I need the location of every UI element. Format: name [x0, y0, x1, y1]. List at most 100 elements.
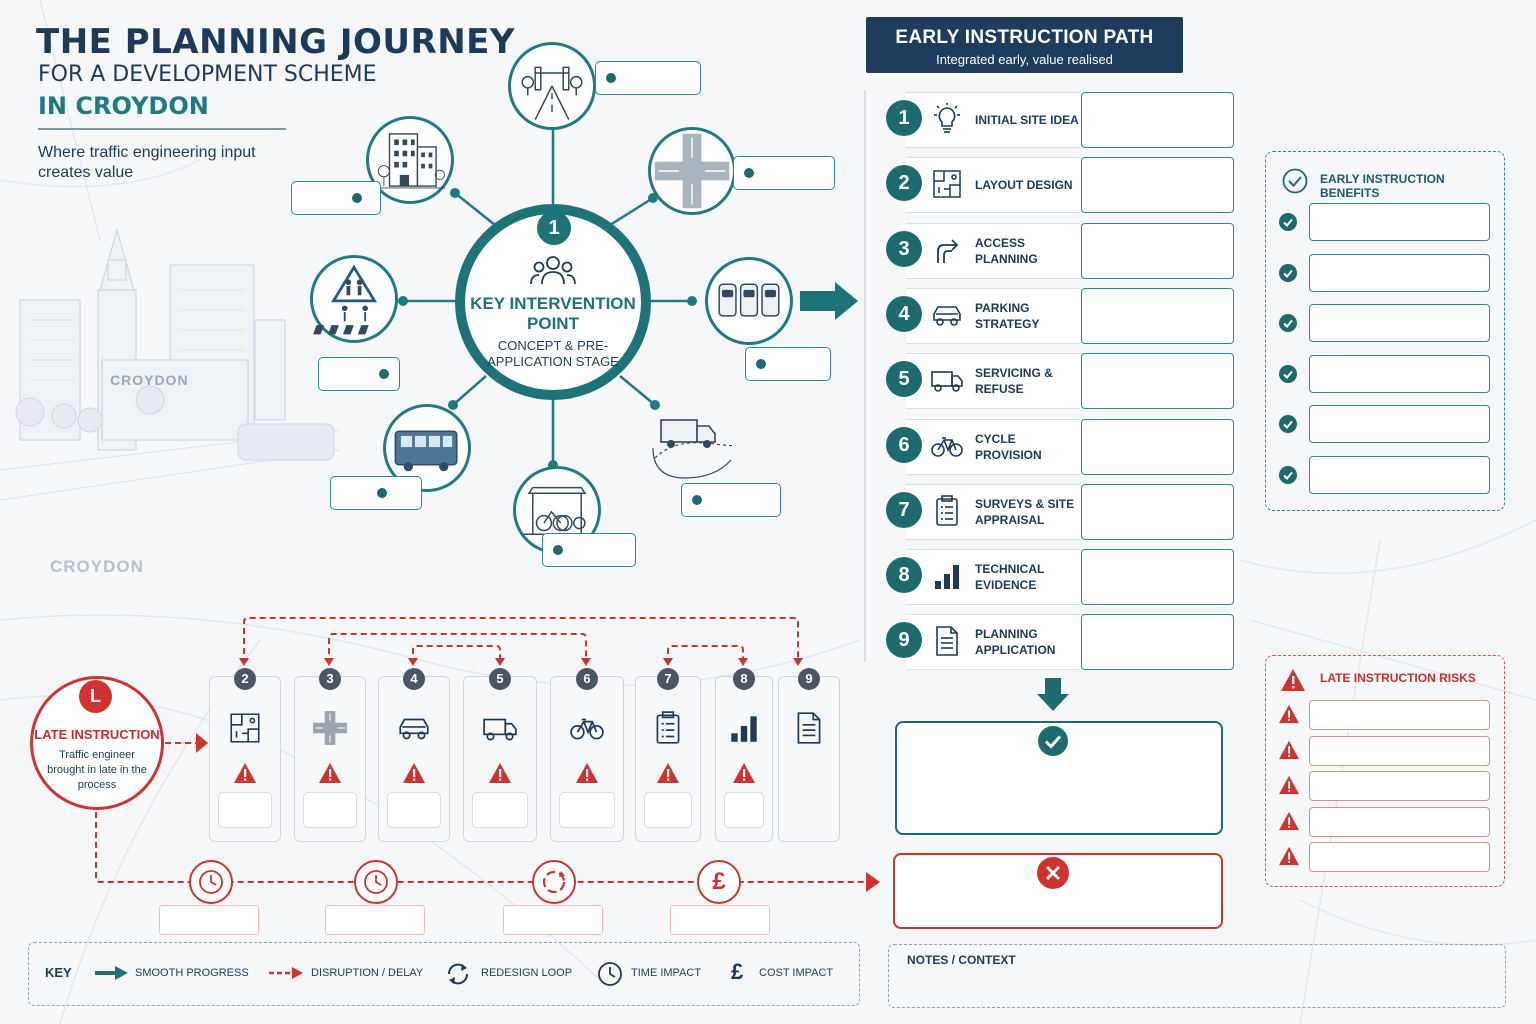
key-disruption: DISRUPTION / DELAY: [311, 967, 424, 979]
step-input-box[interactable]: [1081, 157, 1234, 214]
late-title: LATE INSTRUCTION: [34, 727, 160, 742]
clock-icon: [354, 860, 398, 904]
truck-icon: [930, 363, 964, 397]
node-label-box[interactable]: [542, 533, 636, 567]
step-card: [906, 287, 1080, 344]
node-label-box[interactable]: [330, 476, 422, 510]
map-label: CROYDON: [50, 557, 144, 576]
benefit-box[interactable]: [1309, 405, 1490, 443]
check-icon: [1038, 726, 1068, 756]
warning-icon: [575, 762, 599, 784]
step-input-box[interactable]: [1081, 614, 1234, 671]
early-path-subtitle: Integrated early, value realised: [936, 52, 1113, 67]
benefit-box[interactable]: [1309, 354, 1490, 393]
junction-icon: [312, 710, 348, 746]
stage-number: 5: [489, 668, 511, 690]
node-label-box[interactable]: [291, 181, 381, 215]
warning-icon: [1278, 775, 1300, 795]
bicycle-icon: [930, 429, 964, 463]
impact-note-box[interactable]: [503, 905, 603, 935]
step-label: SURVEYS & SITE APPRAISAL: [975, 496, 1075, 527]
benefit-box[interactable]: [1309, 203, 1490, 241]
step-number: 4: [886, 295, 922, 332]
risk-box[interactable]: [1309, 735, 1490, 766]
lightbulb-icon: [930, 102, 964, 136]
node-label-box[interactable]: [681, 483, 781, 517]
step-input-box[interactable]: [1081, 418, 1234, 475]
check-icon: [1279, 364, 1297, 383]
late-badge: L: [79, 680, 112, 713]
document-icon: [791, 710, 827, 746]
warning-icon: [318, 762, 342, 784]
late-stage-column: 3: [294, 668, 366, 842]
clock-icon: [189, 860, 233, 904]
title-line-2: FOR A DEVELOPMENT SCHEME: [38, 62, 377, 87]
benefit-box[interactable]: [1309, 455, 1490, 494]
risk-box[interactable]: [1309, 842, 1490, 872]
late-stage-column: 8: [715, 668, 773, 842]
key-smooth: SMOOTH PROGRESS: [135, 967, 249, 979]
step-label: TECHNICAL EVIDENCE: [975, 562, 1045, 593]
stage-note-box[interactable]: [724, 792, 764, 828]
benefit-box[interactable]: [1309, 304, 1490, 342]
hub-number-badge: 1: [537, 211, 571, 245]
delivery-truck-icon: [645, 398, 766, 486]
dashed-arrow-icon: [269, 967, 303, 979]
step-number: 9: [886, 622, 922, 659]
check-icon: [1279, 314, 1297, 332]
late-stage-column: 6: [550, 668, 624, 842]
clock-icon: [598, 962, 622, 986]
stage-number: 4: [403, 668, 425, 690]
stage-note-box[interactable]: [303, 792, 357, 828]
late-stage-column: 9: [778, 668, 840, 842]
stage-note-box[interactable]: [559, 792, 615, 828]
warning-icon: [402, 762, 426, 784]
hub-subtitle: CONCEPT & PRE-APPLICATION STAGE: [487, 338, 619, 369]
warning-icon: [1278, 846, 1300, 866]
risk-box[interactable]: [1309, 771, 1490, 801]
step-input-box[interactable]: [1081, 287, 1234, 344]
impact-note-box[interactable]: [159, 905, 259, 935]
impact-note-box[interactable]: [325, 905, 425, 935]
car-icon: [396, 710, 432, 746]
node-label-box[interactable]: [318, 357, 400, 391]
stage-note-box[interactable]: [218, 792, 272, 828]
step-input-box[interactable]: [1081, 222, 1234, 279]
stage-note-box[interactable]: [387, 792, 441, 828]
check-circle-icon: [1282, 168, 1308, 194]
title-line-3: IN CROYDON: [38, 92, 209, 120]
bar-chart-icon: [726, 710, 762, 746]
step-input-box[interactable]: [1081, 549, 1234, 606]
stage-note-box[interactable]: [644, 792, 692, 828]
warning-icon: [488, 762, 512, 784]
late-stage-column: 2: [209, 668, 281, 842]
bar-chart-icon: [930, 559, 964, 593]
stage-number: 6: [576, 668, 598, 690]
node-label-box[interactable]: [595, 61, 701, 95]
step-input-box[interactable]: [1081, 353, 1234, 410]
access-arrows-icon: [930, 233, 964, 267]
node-label-box[interactable]: [733, 156, 835, 190]
notes-panel[interactable]: NOTES / CONTEXT: [888, 944, 1506, 1008]
check-icon: [1279, 465, 1297, 484]
stage-number: 2: [234, 668, 256, 690]
warning-icon: [732, 762, 756, 784]
key-legend: KEY SMOOTH PROGRESS DISRUPTION / DELAY R…: [28, 942, 860, 1006]
step-label: ACCESS PLANNING: [975, 235, 1038, 266]
risk-box[interactable]: [1309, 700, 1490, 730]
step-card: [906, 483, 1080, 540]
step-number: 1: [886, 100, 922, 136]
path-divider: [864, 90, 866, 662]
benefit-box[interactable]: [1309, 253, 1490, 292]
node-label-box[interactable]: [745, 347, 831, 381]
step-card: [906, 353, 1080, 410]
step-card: [906, 92, 1080, 148]
stage-note-box[interactable]: [472, 792, 528, 828]
step-input-box[interactable]: [1081, 483, 1234, 540]
risk-box[interactable]: [1309, 806, 1490, 837]
impact-note-box[interactable]: [670, 905, 770, 935]
step-input-box[interactable]: [1081, 92, 1234, 148]
